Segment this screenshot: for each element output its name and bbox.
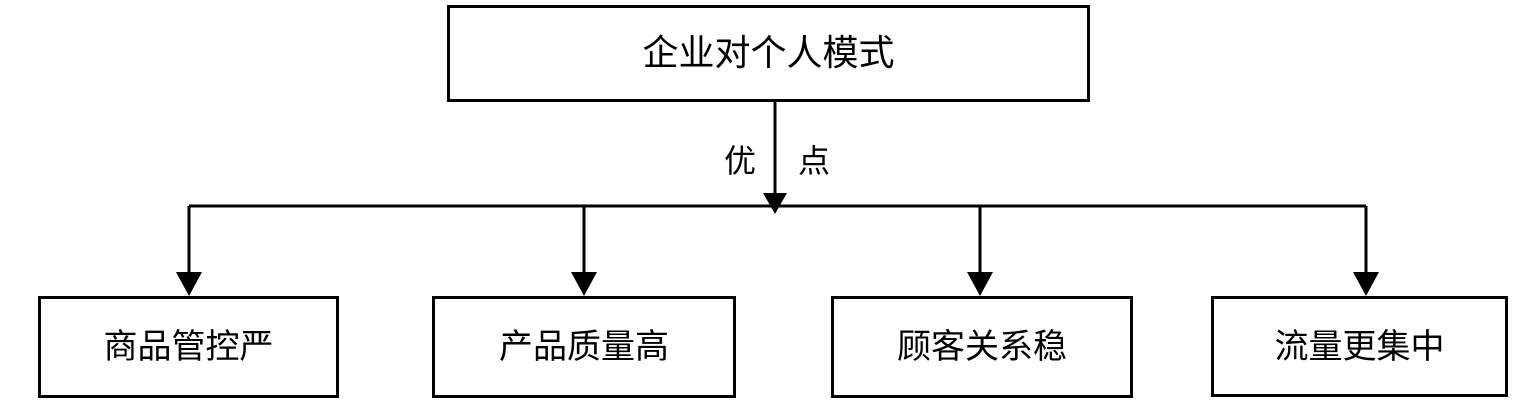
- branch-arrowhead-0: [176, 272, 202, 296]
- child-node-label: 产品质量高: [499, 327, 669, 367]
- child-node-label: 顾客关系稳: [897, 327, 1067, 367]
- root-node: 企业对个人模式: [447, 5, 1090, 102]
- edge-label-left: 优: [724, 142, 757, 180]
- child-node-label: 商品管控严: [103, 327, 274, 367]
- child-node-1: 产品质量高: [432, 296, 736, 398]
- edge-label-right: 点: [798, 142, 831, 180]
- trunk-arrowhead: [763, 193, 787, 214]
- child-node-0: 商品管控严: [38, 296, 339, 398]
- child-node-3: 流量更集中: [1211, 296, 1508, 397]
- branch-arrowhead-2: [967, 272, 993, 296]
- child-node-2: 顾客关系稳: [831, 296, 1133, 398]
- branch-arrowhead-3: [1353, 272, 1379, 296]
- child-node-label: 流量更集中: [1274, 326, 1445, 367]
- root-node-label: 企业对个人模式: [642, 32, 895, 74]
- branch-arrowhead-1: [571, 272, 597, 296]
